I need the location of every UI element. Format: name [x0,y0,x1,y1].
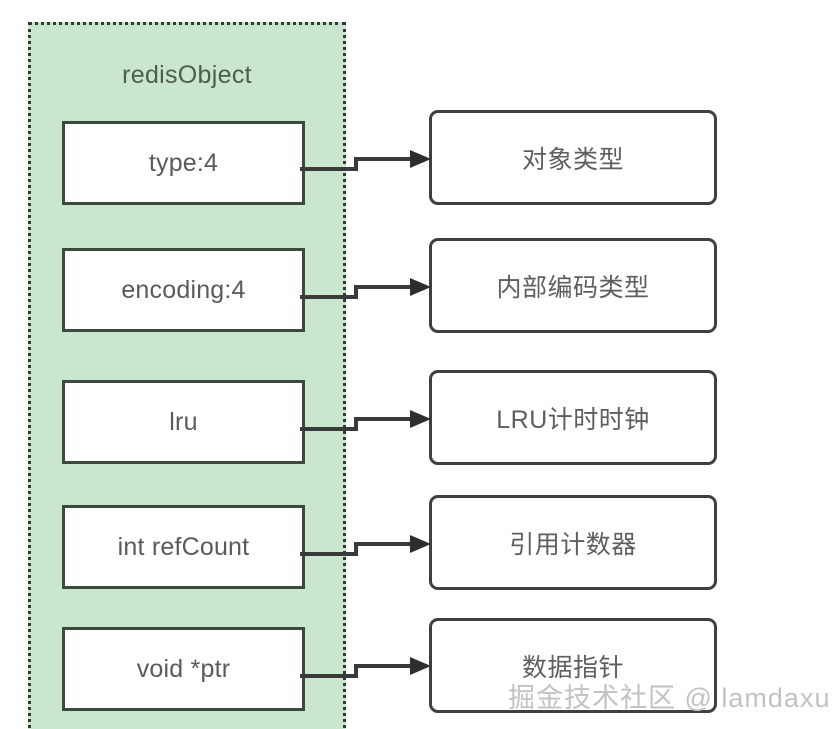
desc-label: 引用计数器 [509,530,637,559]
field-box-refcount: int refCount [62,505,305,589]
desc-label: 内部编码类型 [496,273,650,302]
desc-box-object-type: 对象类型 [429,110,717,205]
desc-label: LRU计时时钟 [496,405,650,434]
field-label: type:4 [148,148,219,177]
field-box-ptr: void *ptr [62,627,305,711]
desc-box-encoding-type: 内部编码类型 [429,238,717,333]
desc-label: 数据指针 [521,653,624,682]
desc-box-refcount: 引用计数器 [429,495,717,590]
field-label: int refCount [117,532,250,561]
watermark: 掘金技术社区 @ lamdaxu [508,683,831,713]
field-box-lru: lru [62,380,305,464]
desc-box-lru-clock: LRU计时时钟 [429,370,717,465]
field-label: lru [169,407,198,436]
field-box-encoding: encoding:4 [62,248,305,332]
field-box-type: type:4 [62,121,305,205]
field-label: encoding:4 [121,275,246,304]
struct-title: redisObject [122,61,252,89]
desc-label: 对象类型 [521,145,624,174]
field-label: void *ptr [136,654,231,683]
